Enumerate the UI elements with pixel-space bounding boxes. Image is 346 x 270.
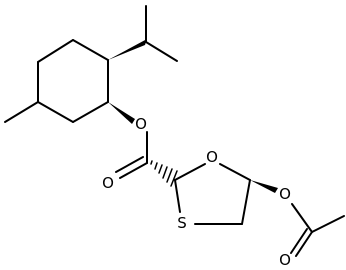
hash-5 — [166, 168, 173, 183]
oxathiolane-ring — [174, 163, 251, 225]
bond-ring-o-c5 — [219, 163, 251, 181]
bond-c5-c4 — [241, 179, 251, 225]
hash-3 — [158, 164, 163, 174]
bond-c2-ring-o — [174, 163, 206, 181]
cyclohexane-ring — [4, 39, 109, 123]
hash-6 — [170, 170, 178, 187]
bond-carbonyl-double-2 — [115, 156, 144, 173]
isopropyl-group — [145, 5, 178, 62]
acetyl-group — [290, 203, 345, 257]
ring-bond-5 — [72, 101, 109, 123]
ring-sulfur-label: S — [177, 214, 187, 232]
hash-4 — [162, 166, 168, 179]
acetoxy-oxygen-label: O — [279, 185, 291, 203]
ring-bond-2 — [37, 39, 74, 63]
bond-carbonyl-double-1 — [119, 162, 148, 179]
hashed-bond-c2 — [150, 160, 178, 187]
hash-1 — [150, 160, 153, 165]
bond-acetoxy-o-acyl-c — [291, 203, 313, 233]
wedge-bond-isopropyl — [108, 39, 147, 60]
bond-isopropyl-methyl-right — [145, 41, 178, 62]
wedge-bond-acetoxy — [250, 180, 278, 193]
bond-acyl-double-1 — [295, 231, 313, 257]
carbonyl-oxygen-label: O — [102, 174, 114, 192]
bond-acyl-methyl — [311, 215, 345, 233]
acetyl-carbonyl-oxygen-label: O — [279, 251, 291, 269]
ring-bond-4 — [37, 101, 74, 123]
hash-2 — [154, 162, 158, 170]
wedge-bond-ester-oxygen — [108, 102, 135, 124]
ring-oxygen-label: O — [206, 148, 218, 166]
bond-s-c2 — [174, 179, 181, 213]
ester-oxygen-label: O — [135, 115, 147, 133]
bond-acyl-double-2 — [290, 228, 308, 254]
ester-carbonyl — [115, 131, 148, 179]
bond-ring-methyl — [4, 101, 39, 123]
ring-bond-1 — [72, 39, 109, 61]
